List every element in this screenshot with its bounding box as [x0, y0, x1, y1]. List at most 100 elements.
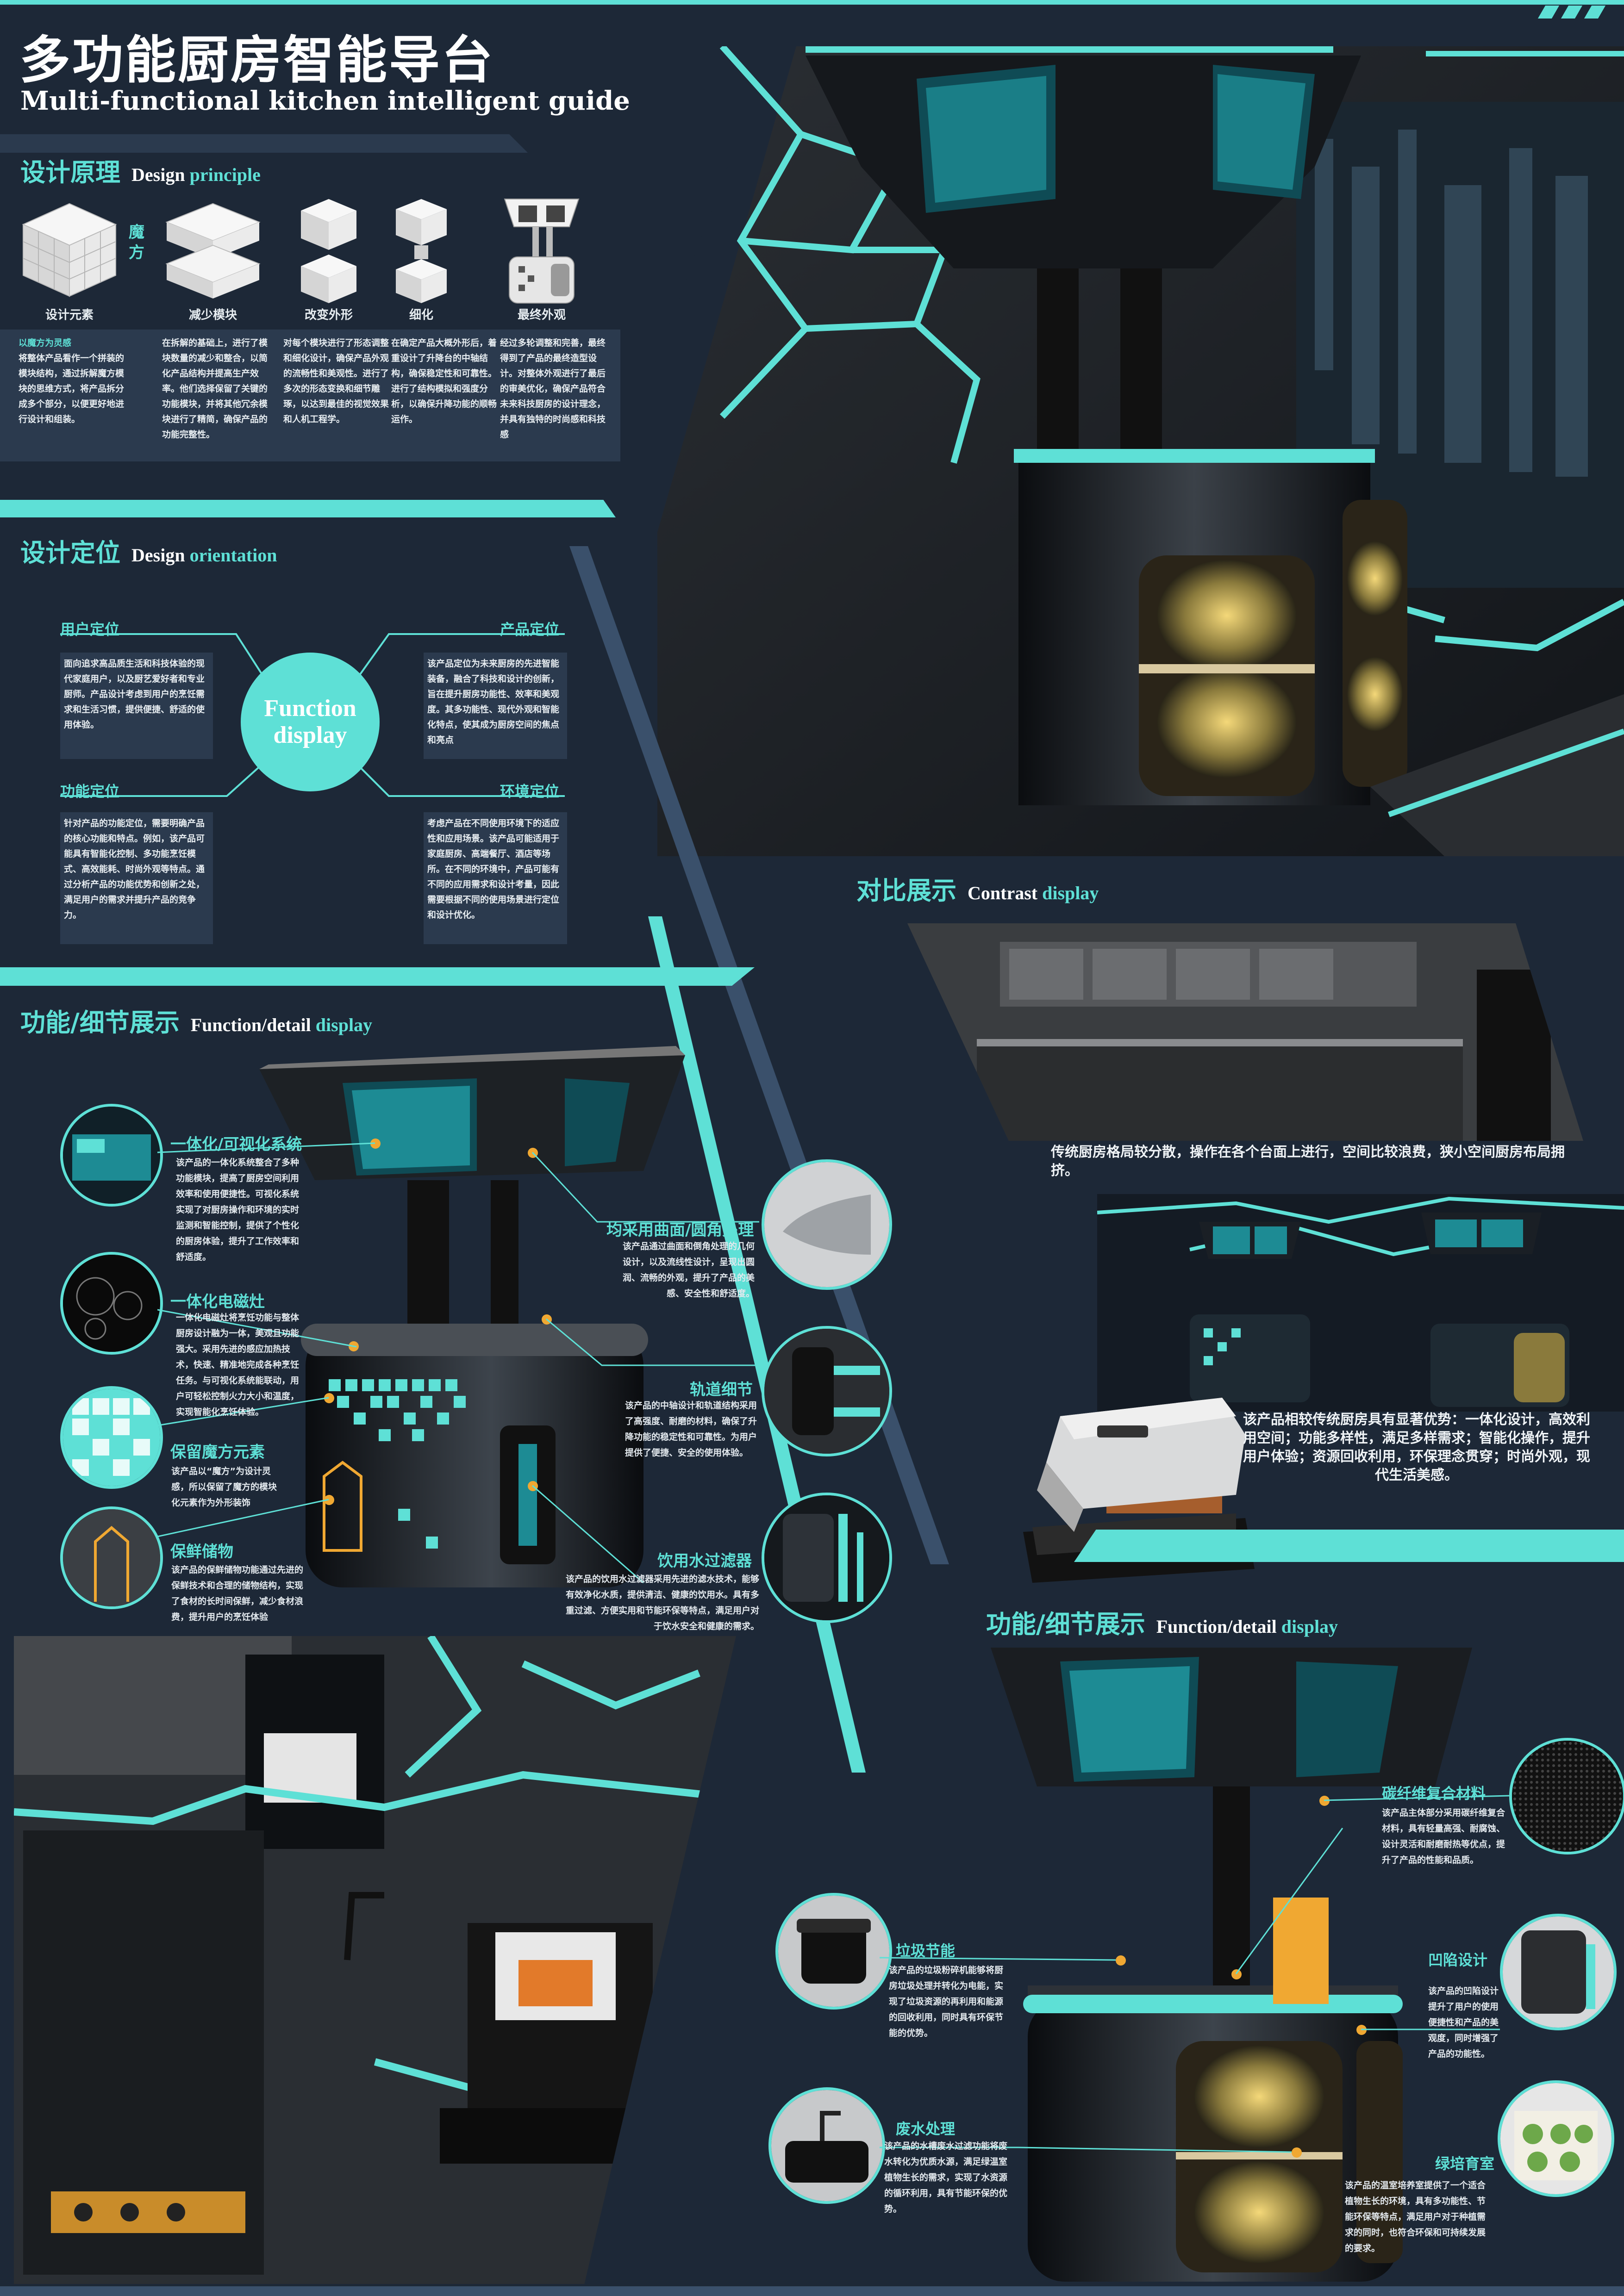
function-orientation-title: 功能定位 [60, 783, 120, 800]
induction-cooker-title: 一体化电磁灶 [170, 1293, 265, 1311]
recessed-design-detail-image [1500, 1914, 1617, 2030]
contrast-heading-en: Contrast display [968, 883, 1099, 903]
top-accent-bar [0, 0, 1624, 5]
water-filter-icon [764, 1495, 889, 1620]
leader-dot [324, 1495, 334, 1505]
environment-orientation-text: 考虑产品在不同使用环境下的适应性和应用场景。该产品可能适用于家庭厨房、高端餐厅、… [427, 818, 560, 920]
principle-text-band [0, 330, 620, 461]
carbon-fiber-text: 该产品主体部分采用碳纤维复合材料，具有轻量高强、耐腐蚀、设计灵活和耐磨耐热等优点… [1382, 1808, 1505, 1865]
visual-system-text: 该产品的一体化系统整合了多种功能模块，提高了厨房空间利用效率和使用便捷性。可视化… [176, 1157, 300, 1262]
bottom-collage-photo [14, 1636, 736, 2284]
magic-cube-detail-image [60, 1386, 163, 1489]
contrast-heading: 对比展示 Contrast display [856, 870, 1099, 907]
reduce-module-cube-icon [157, 199, 269, 303]
hero-frame-right [1426, 51, 1624, 56]
orientation-heading-en-a: Design [131, 545, 185, 566]
water-filter-title: 饮用水过滤器 [657, 1552, 752, 1570]
product-render-secondary [981, 1634, 1491, 2284]
design-element-cube-icon [19, 199, 120, 303]
magic-cube-icon [63, 1389, 160, 1486]
water-filter-detail-image [762, 1493, 892, 1623]
function-detail-heading-en-a: Function/detail [190, 1014, 311, 1035]
top-right-accent [1584, 6, 1606, 19]
user-orientation-title: 用户定位 [60, 621, 120, 638]
top-right-accent [1561, 6, 1583, 19]
orientation-heading-en: Design orientation [131, 545, 277, 566]
leader-dot [1292, 2147, 1302, 2158]
page-subtitle: Multi-functional kitchen intelligent gui… [20, 86, 630, 116]
greenhouse-detail-image [1498, 2080, 1614, 2197]
refine-cube-icon [389, 194, 454, 307]
function-detail2-heading-en-a: Function/detail [1156, 1616, 1277, 1637]
function-detail2-heading-en: Function/detail display [1156, 1616, 1338, 1637]
trash-bin-icon [778, 1896, 889, 2007]
hero-frame-top [806, 46, 1333, 53]
visual-system-title: 一体化/可视化系统 [170, 1135, 302, 1154]
environment-orientation-box: 考虑产品在不同使用环境下的适应性和应用场景。该产品可能适用于家庭厨房、高端餐厅、… [424, 812, 567, 944]
fresh-storage-detail-image [60, 1506, 163, 1609]
traditional-kitchen-photo [907, 923, 1583, 1141]
orientation-heading-en-b: orientation [189, 545, 277, 566]
environment-orientation-title: 环境定位 [500, 783, 560, 800]
product-orientation-text: 该产品定位为未来厨房的先进智能装备，融合了科技和设计的创新，旨在提升厨房功能性、… [427, 659, 560, 745]
magic-cube-element-text: 该产品以“魔方”为设计灵感，所以保留了魔方的模块化元素作为外形装饰 [171, 1466, 277, 1508]
contrast-heading-cn: 对比展示 [856, 876, 956, 905]
carbon-fiber-title: 碳纤维复合材料 [1382, 1785, 1486, 1802]
function-detail-heading-cn: 功能/细节展示 [20, 1008, 180, 1037]
contrast-caption-2: 该产品相较传统厨房具有显著优势：一体化设计，高效利用空间；功能多样性，满足多样需… [1243, 1412, 1590, 1483]
track-detail-text: 该产品的中轴设计和轨道结构采用了高强度、耐磨的材料，确保了升降功能的稳定性和可靠… [625, 1400, 757, 1458]
final-shape-icon [495, 194, 588, 307]
curved-surface-title: 均采用曲面/圆角处理 [606, 1221, 754, 1239]
principle-heading: 设计原理 Design principle [20, 152, 261, 188]
waste-water-detail-image [768, 2087, 885, 2204]
function-detail-top-bar [0, 967, 755, 986]
recessed-design-text: 该产品的凹陷设计提升了用户的使用便捷性和产品的美观度，同时增强了产品的功能性。 [1428, 1986, 1499, 2059]
contrast-heading-en-a: Contrast [968, 883, 1038, 903]
product-orientation-box: 该产品定位为未来厨房的先进智能装备，融合了科技和设计的创新，旨在提升厨房功能性、… [424, 653, 567, 759]
waste-water-text: 该产品的水槽废水过滤功能将废水转化为优质水源，满足绿温室植物生长的需求，实现了水… [884, 2141, 1008, 2214]
product-orientation-title: 产品定位 [500, 621, 560, 638]
leader-dot [1231, 1969, 1242, 1979]
step-text-1-highlight: 以魔方为灵感 [19, 338, 72, 348]
greenhouse-icon [1500, 2083, 1612, 2194]
hero-kitchen-render [657, 46, 1624, 856]
product-render-main [259, 1046, 694, 1594]
visual-system-detail-image [60, 1104, 163, 1207]
change-shape-cube-icon [296, 194, 361, 307]
principle-heading-cn: 设计原理 [20, 158, 120, 187]
function-display-circle: Function display [241, 653, 380, 791]
waste-water-title: 废水处理 [896, 2120, 956, 2138]
magic-cube-label: 魔 方 [129, 223, 144, 262]
trash-saving-text: 该产品的垃圾粉碎机能够将厨房垃圾处理并转化为电能，实现了垃圾资源的再利用和能源的… [889, 1965, 1004, 2038]
step-text-5: 经过多轮调整和完善，最终得到了产品的最终造型设计。对整体外观进行了最后的审美优化… [500, 338, 606, 440]
step-label-1: 设计元素 [45, 308, 94, 322]
principle-heading-en: Design principle [131, 164, 261, 185]
orientation-top-bar [0, 500, 616, 517]
track-detail-image [762, 1326, 892, 1456]
magic-cube-element-title: 保留魔方元素 [170, 1443, 265, 1462]
water-filter-text: 该产品的饮用水过滤器采用先进的滤水技术，能够有效净化水质，提供清洁、健康的饮用水… [565, 1574, 759, 1631]
step-text-1: 以魔方为灵感将整体产品看作一个拼装的模块结构，通过拆解魔方模块的思维方式，将产品… [19, 336, 130, 427]
fresh-storage-title: 保鲜储物 [170, 1543, 233, 1561]
leader-dot [370, 1139, 381, 1149]
function-detail-heading-en-b: display [315, 1014, 373, 1035]
product-in-scene-photo [1097, 1194, 1624, 1412]
top-right-accent [1537, 6, 1560, 19]
function-detail-heading-en: Function/detail display [191, 1014, 372, 1035]
induction-cooker-text: 一体化电磁灶将烹饪功能与整体厨房设计融为一体，美观且功能强大。采用先进的感应加热… [176, 1313, 300, 1417]
sink-icon [771, 2090, 882, 2201]
principle-heading-en-b: principle [189, 164, 261, 185]
step-text-4: 在确定产品大概外形后，着重设计了升降台的中轴结构，确保稳定性和可靠性。进行了结构… [391, 338, 497, 424]
greenhouse-title: 绿培育室 [1435, 2155, 1495, 2172]
greenhouse-text: 该产品的温室培养室提供了一个适合植物生长的环境，具有多功能性、节能环保等特点，满… [1345, 2180, 1486, 2253]
detail2-leader-lines [880, 1795, 1510, 2153]
step-label-2: 减少模块 [188, 308, 237, 322]
contrast-caption-1: 传统厨房格局较分散，操作在各个台面上进行，空间比较浪费，狭小空间厨房布局拥挤。 [1051, 1144, 1565, 1179]
function-detail2-heading-cn: 功能/细节展示 [986, 1610, 1145, 1639]
trash-saving-detail-image [775, 1893, 892, 2010]
curved-surface-detail-image [762, 1159, 892, 1290]
hero-photo [657, 46, 1624, 856]
page-title: 多功能厨房智能导台 [19, 31, 494, 90]
leader-dot [1116, 1955, 1126, 1966]
